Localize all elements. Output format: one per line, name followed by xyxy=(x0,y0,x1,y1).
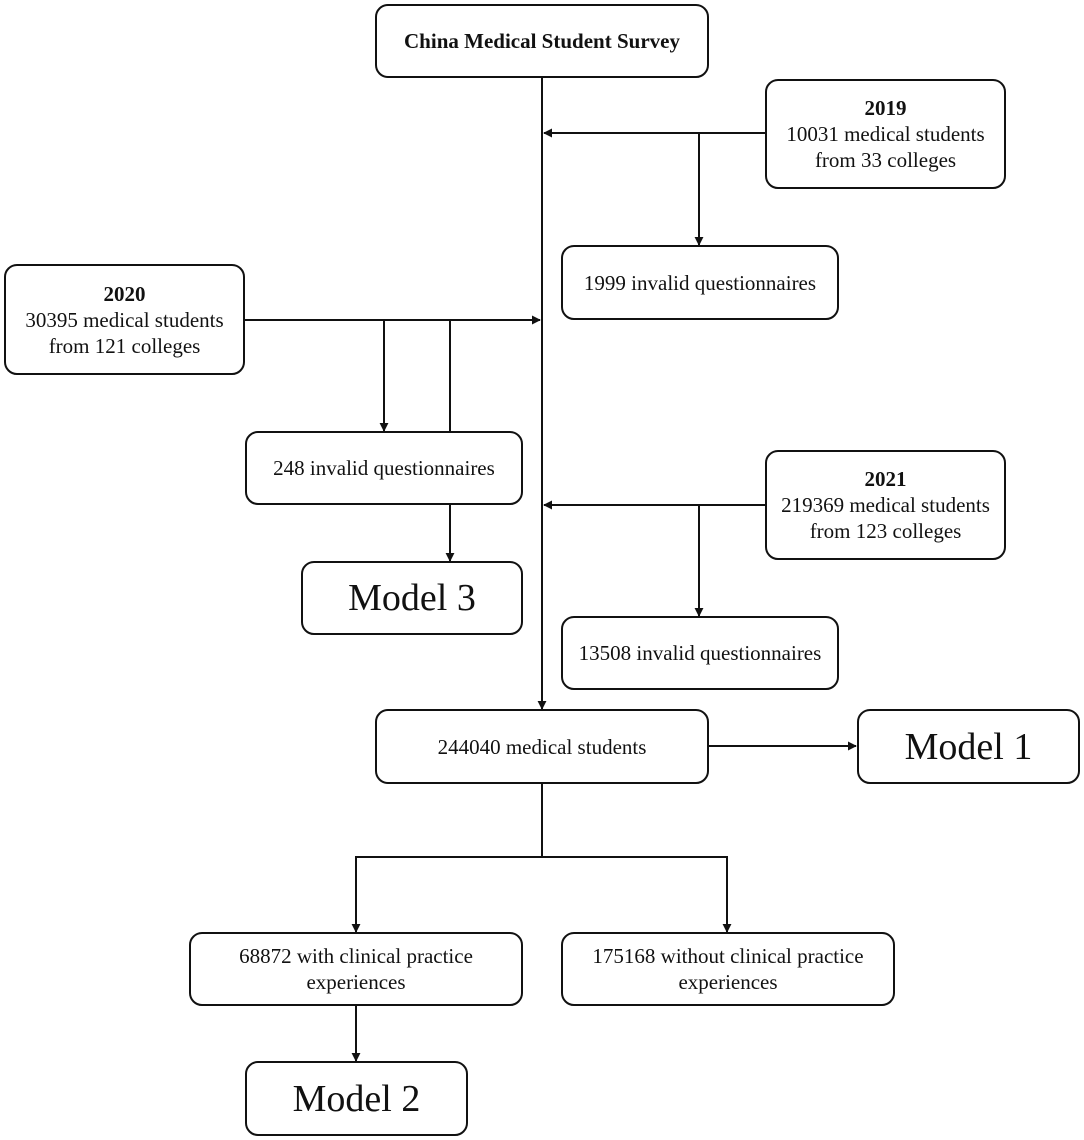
edge-total-split xyxy=(351,784,543,933)
edge-total-to-without xyxy=(542,856,732,933)
with-clinical-line1: 68872 with clinical practice xyxy=(239,944,473,968)
node-model-2: Model 2 xyxy=(245,1061,468,1136)
without-clinical-line1: 175168 without clinical practice xyxy=(592,944,864,968)
model1-label: Model 1 xyxy=(904,725,1033,768)
node-invalid-2019: 1999 invalid questionnaires xyxy=(561,245,839,320)
y2020-colleges: from 121 colleges xyxy=(48,333,201,358)
model3-label: Model 3 xyxy=(348,577,476,619)
node-without-clinical: 175168 without clinical practice experie… xyxy=(561,932,895,1006)
y2019-students: 10031 medical students xyxy=(786,122,985,146)
year-2019-label: 2019 xyxy=(864,96,907,120)
invalid-2019-label: 1999 invalid questionnaires xyxy=(583,270,817,295)
node-invalid-2020: 248 invalid questionnaires xyxy=(245,431,523,505)
y2021-colleges: from 123 colleges xyxy=(809,519,962,543)
without-clinical-line2: experiences xyxy=(678,970,778,994)
survey-label: China Medical Student Survey xyxy=(404,29,680,53)
node-with-clinical: 68872 with clinical practice experiences xyxy=(189,932,523,1006)
y2019-colleges: from 33 colleges xyxy=(814,148,957,172)
node-model-1: Model 1 xyxy=(857,709,1080,784)
with-clinical-line2: experiences xyxy=(306,970,406,994)
node-total: 244040 medical students xyxy=(375,709,709,784)
node-invalid-2021: 13508 invalid questionnaires xyxy=(561,616,839,690)
year-2020-label: 2020 xyxy=(103,281,146,306)
node-survey: China Medical Student Survey xyxy=(375,4,709,78)
year-2021-label: 2021 xyxy=(864,467,907,491)
node-2021: 2021 219369 medical students from 123 co… xyxy=(765,450,1006,560)
invalid-2020-label: 248 invalid questionnaires xyxy=(273,456,495,480)
y2020-students: 30395 medical students xyxy=(25,307,224,332)
invalid-2021-label: 13508 invalid questionnaires xyxy=(578,641,822,665)
node-2020: 2020 30395 medical students from 121 col… xyxy=(4,264,245,375)
node-model-3: Model 3 xyxy=(301,561,523,635)
model2-label: Model 2 xyxy=(292,1077,421,1120)
total-label: 244040 medical students xyxy=(437,734,647,759)
node-2019: 2019 10031 medical students from 33 coll… xyxy=(765,79,1006,189)
y2021-students: 219369 medical students xyxy=(781,493,990,517)
